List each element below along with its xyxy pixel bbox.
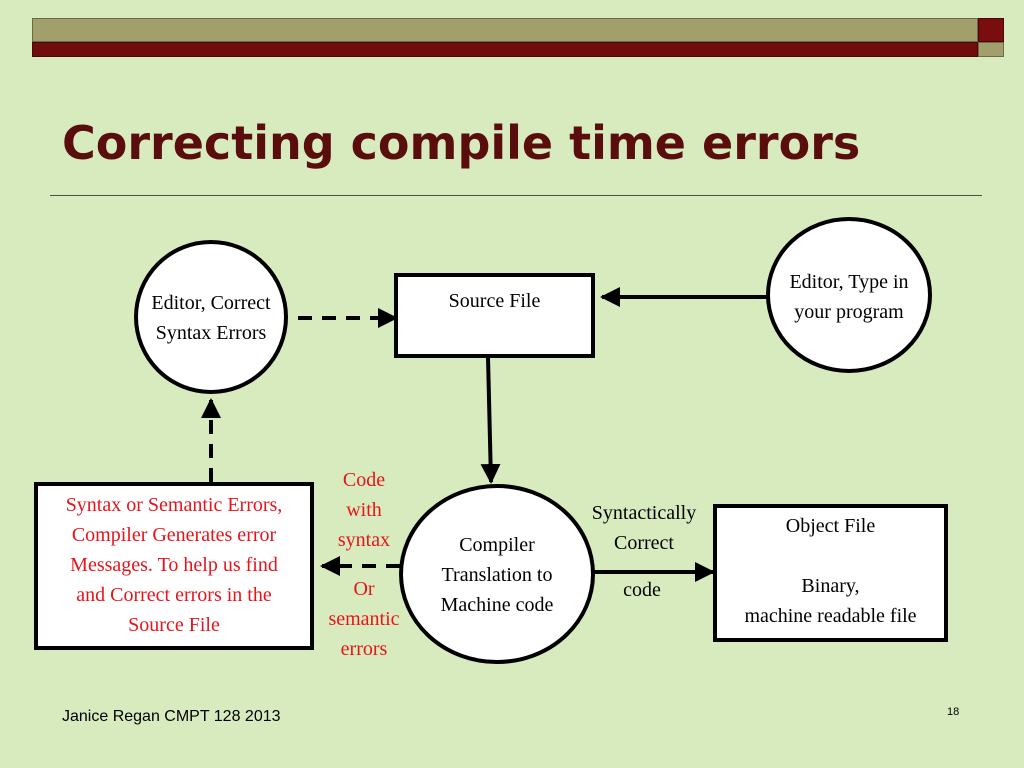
node-errors-box <box>34 482 314 650</box>
errors-box-label: Syntax or Semantic Errors, Compiler Gene… <box>65 494 283 636</box>
header-bar-olive <box>32 18 978 42</box>
node-object-file <box>713 504 948 642</box>
header-corner-olive <box>978 42 1004 57</box>
source-file-label: Source File <box>448 290 541 312</box>
node-compiler <box>399 484 595 664</box>
compiler-label: Compiler Translation to Machine code <box>440 534 554 616</box>
success-path-code-label: code <box>623 579 661 601</box>
slide-footer: Janice Regan CMPT 128 2013 <box>62 708 281 725</box>
title-divider <box>50 195 982 196</box>
page-number: 18 <box>947 706 960 718</box>
error-path-label: Code with syntax <box>337 469 391 551</box>
slide-title: Correcting compile time errors <box>62 116 861 170</box>
node-editor-correct <box>134 240 288 394</box>
object-file-label: Object File Binary, machine readable fil… <box>744 515 917 627</box>
header-corner-red <box>978 18 1004 42</box>
node-editor-type <box>766 217 932 373</box>
header-bar-red <box>32 42 978 57</box>
editor-type-label: Editor, Type in your program <box>789 271 909 323</box>
edge-source-to-compiler <box>480 356 501 484</box>
editor-correct-label: Editor, Correct Syntax Errors <box>151 292 271 344</box>
error-path-or-label: Or semantic errors <box>328 578 400 660</box>
success-path-label: Syntactically Correct <box>591 502 697 554</box>
node-source-file <box>394 273 595 358</box>
